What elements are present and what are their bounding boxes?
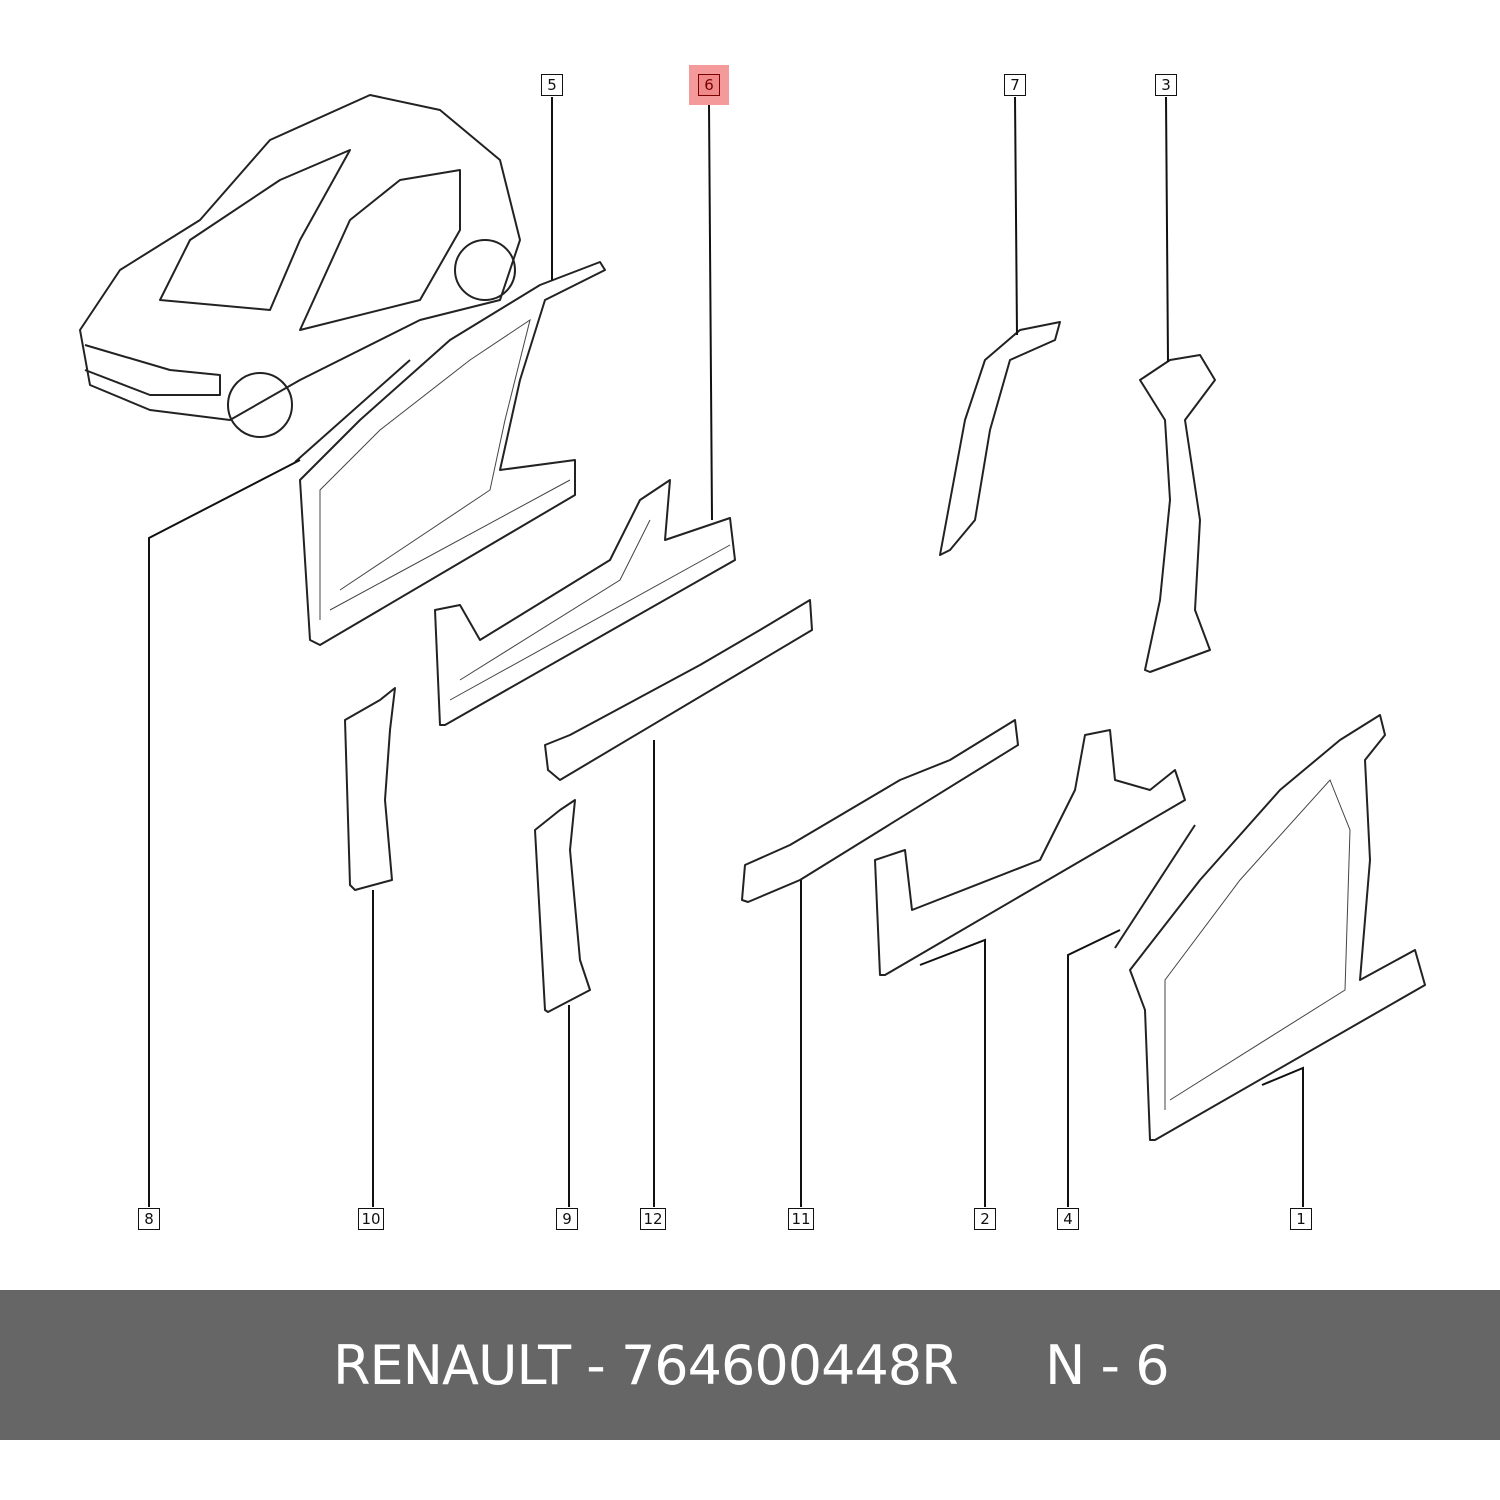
callout-10[interactable]: 10 — [358, 1208, 384, 1230]
callout-7[interactable]: 7 — [1004, 74, 1026, 96]
leader-lines — [148, 96, 1304, 1207]
callout-3[interactable]: 3 — [1155, 74, 1177, 96]
part-12-sill-reinforcement — [544, 599, 813, 781]
callout-1[interactable]: 1 — [1290, 1208, 1312, 1230]
parts-diagram — [79, 94, 1426, 1207]
callout-2[interactable]: 2 — [974, 1208, 996, 1230]
callout-11[interactable]: 11 — [788, 1208, 814, 1230]
part-5-side-frame — [299, 261, 606, 646]
part-6-sill-panel — [434, 479, 736, 726]
footer-bar: RENAULT - 764600448R N - 6 — [0, 1290, 1500, 1440]
part-4-strip — [1114, 824, 1196, 949]
callout-5[interactable]: 5 — [541, 74, 563, 96]
part-number-label: RENAULT - 764600448R — [333, 1334, 959, 1397]
callout-12[interactable]: 12 — [640, 1208, 666, 1230]
part-9-pillar-lower — [534, 799, 591, 1013]
reference-label: N - 6 — [1045, 1334, 1170, 1397]
part-2-sill-outer — [874, 729, 1186, 976]
part-10-pillar-lower — [344, 687, 396, 891]
callout-8[interactable]: 8 — [138, 1208, 160, 1230]
part-8-strip — [294, 359, 411, 463]
part-3-b-pillar — [1139, 354, 1216, 673]
callout-9[interactable]: 9 — [556, 1208, 578, 1230]
part-1-side-frame-inner — [1129, 714, 1426, 1141]
callout-6-highlighted[interactable]: 6 — [698, 74, 720, 96]
part-7-pillar-reinforcement — [939, 321, 1061, 556]
callout-4[interactable]: 4 — [1057, 1208, 1079, 1230]
car-overview-illustration — [79, 94, 521, 438]
part-11-sill-inner — [741, 719, 1019, 903]
